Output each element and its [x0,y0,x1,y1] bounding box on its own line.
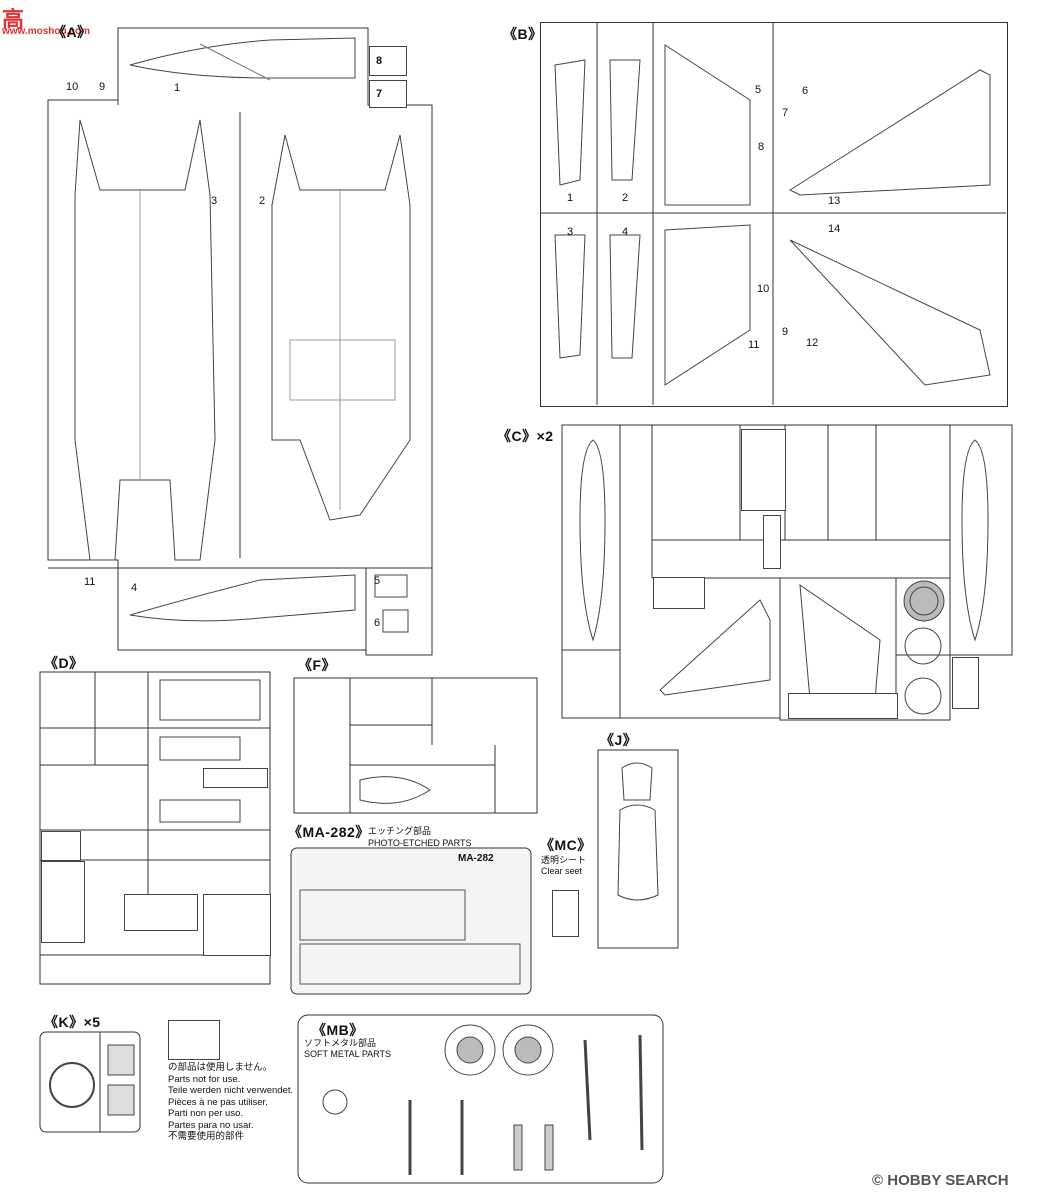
sprue-d-title: 《D》 [44,655,84,671]
hobby-search-logo: © HOBBY SEARCH [872,1172,1009,1189]
legend-line-3: Pièces à ne pas utiliser. [168,1096,268,1108]
sprue-a-part-4-label: 4 [131,582,138,594]
sprue-a-part-10-label: 10 [66,81,79,93]
sprue-b-part-14: 14 [828,223,841,235]
sprue-c-gray-32 [952,657,979,709]
sprue-f-frame [293,677,538,814]
sprue-a-part-3-label: 3 [211,195,218,207]
sprue-f-title: 《F》 [298,657,337,673]
sprue-a-part-8-label: 8 [376,55,383,67]
sprue-d-gray-12 [41,831,81,861]
sprue-c-gray-15-18 [653,577,705,609]
sprue-a-part-6-label: 6 [374,617,381,629]
sprue-k-frame [39,1031,141,1133]
sprue-b-lines [540,22,1006,405]
watermark-logo: 高 [2,7,25,32]
sprue-a-title: 《A》 [52,24,92,40]
sprue-ma-sub-jp: エッチング部品 [368,826,432,836]
copyright-mark: © [872,1172,884,1189]
legend-line-2: Teile werden nicht verwendet. [168,1085,294,1096]
sprue-d-gray-23 [124,894,198,931]
sprue-ma-sub-en: PHOTO-ETCHED PARTS [368,838,472,848]
sprue-c-gray-11-12 [741,429,786,511]
sprue-b-part-5: 5 [755,84,762,96]
sprue-a-part-5-label: 5 [374,575,381,587]
sprue-b-part-7: 7 [782,107,789,119]
sprue-b-part-2: 2 [622,192,629,204]
sprue-c-gray-14 [763,515,781,569]
sprue-ma-title: 《MA-282》 [288,824,370,840]
sprue-a-part-2-label: 2 [259,195,266,207]
legend-line-6: 不需要使用的部件 [168,1131,245,1142]
sprue-d-gray-25-26 [203,894,271,956]
sprue-b-part-10: 10 [757,283,770,295]
logo-text: HOBBY SEARCH [887,1172,1009,1189]
sprue-b-part-4: 4 [622,226,629,238]
sprue-a-part-11-label: 11 [84,576,96,588]
sprue-b-part-13: 13 [828,195,841,207]
sprue-b-part-11: 11 [748,339,760,351]
legend-text: の部品は使用しません。 Parts not for use. Teile wer… [168,1062,293,1143]
sprue-b-part-12: 12 [806,337,819,349]
sprue-b-part-6: 6 [802,85,809,97]
sprue-d-gray-10 [203,768,268,788]
sprue-mb-sub-en: SOFT METAL PARTS [304,1049,392,1059]
sprue-a-part-7-box [369,80,407,108]
sprue-mc-sub-jp: 透明シート [541,855,587,865]
legend-line-5: Partes para no usar. [168,1119,254,1131]
sprue-b-part-1: 1 [567,192,574,204]
sprue-d-gray-15-16 [41,861,85,943]
sprue-mb-sub-jp: ソフトメタル部品 [304,1038,377,1048]
sprue-j-title: 《J》 [600,732,638,748]
sprue-b-title: 《B》 [503,26,543,42]
sprue-a-part-7-label: 7 [376,88,383,100]
sprue-j-frame [597,749,679,949]
sprue-a-part-9-label: 9 [99,81,106,93]
legend-swatch [168,1020,220,1060]
sprue-b-part-8: 8 [758,141,765,153]
sprue-c-gray-28 [788,693,898,719]
sprue-b-frame [540,22,1008,407]
sprue-k-title: 《K》×5 [44,1014,101,1030]
legend-jp: の部品は使用しません。 [168,1062,273,1073]
sprue-mc-title: 《MC》 [540,837,592,853]
sprue-b-part-9: 9 [782,326,789,338]
sprue-ma-plate [290,847,532,995]
sprue-b-part-3: 3 [567,226,574,238]
legend-line-1: Parts not for use. [168,1073,241,1085]
clear-sheet [552,890,579,937]
sprue-a-part-8-box [369,46,407,76]
sprue-ma-plate-label: MA-282 [458,853,494,864]
sprue-a-frame [47,27,433,656]
sprue-mb-frame [297,1014,664,1184]
sprue-mb-title: 《MB》 [312,1022,364,1038]
sprue-mc-sub-en: Clear seet [541,866,583,876]
watermark-site: www.moshou.com [2,26,90,37]
sprue-a-part-1-label: 1 [174,82,181,94]
legend-line-4: Parti non per uso. [168,1108,243,1119]
sprue-c-title: 《C》×2 [497,428,554,444]
